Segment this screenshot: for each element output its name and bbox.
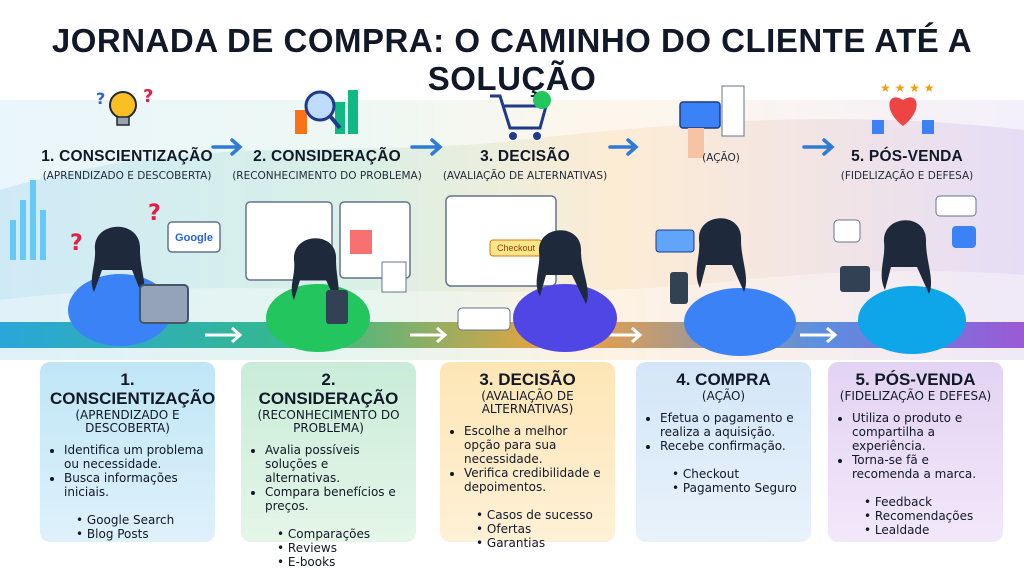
person-5	[833, 195, 977, 354]
card-examples: Feedback Recomendações Lealdade	[838, 495, 993, 537]
list-item: Checkout	[672, 467, 801, 481]
list-item: Garantias	[476, 536, 605, 550]
card-title: 3. DECISÃO	[479, 370, 576, 389]
svg-text:★ ★ ★ ★: ★ ★ ★ ★	[880, 81, 934, 95]
svg-text:?: ?	[143, 86, 153, 107]
list-item: Utiliza o produto e compartilha a experi…	[852, 411, 993, 453]
svg-text:?: ?	[96, 89, 105, 108]
card-points: Escolhe a melhor opção para sua necessid…	[450, 424, 605, 494]
card-title: 4. COMPRA	[676, 370, 771, 389]
card-subtitle: (RECONHECIMENTO DO PROBLEMA)	[257, 408, 400, 435]
google-label: Google	[175, 232, 213, 244]
list-item: Busca informações iniciais.	[64, 471, 205, 499]
lightbulb-icon: ? ?	[96, 86, 153, 126]
stage-1-heading: 1. CONSCIENTIZAÇÃO (APRENDIZADO E DESCOB…	[32, 148, 222, 182]
list-item: Recebe confirmação.	[660, 439, 801, 453]
person-4	[655, 218, 796, 356]
card-examples: Casos de sucesso Ofertas Garantias	[450, 508, 605, 550]
card-title: 1. CONSCIENTIZAÇÃO	[50, 370, 216, 408]
question-mark-icon: ? ?	[70, 201, 161, 256]
stage-card-decision: 3. DECISÃO (AVALIAÇÃO DE ALTERNATIVAS) E…	[440, 362, 615, 550]
stage-2-heading: 2. CONSIDERAÇÃO (RECONHECIMENTO DO PROBL…	[232, 148, 422, 182]
stage-subtitle: (AÇÃO)	[702, 152, 740, 164]
card-examples: Google Search Blog Posts	[50, 513, 205, 541]
stage-card-purchase: 4. COMPRA (AÇÃO) Efetua o pagamento e re…	[636, 362, 811, 542]
list-item: Avalia possíveis soluções e alternativas…	[265, 443, 406, 485]
svg-text:?: ?	[70, 231, 83, 256]
list-item: Ofertas	[476, 522, 605, 536]
card-title: 2. CONSIDERAÇÃO	[258, 370, 399, 408]
stage-title: 5. PÓS-VENDA	[851, 148, 963, 165]
person-1	[68, 226, 189, 346]
stage-subtitle: (AVALIAÇÃO DE ALTERNATIVAS)	[442, 170, 608, 182]
list-item: Casos de sucesso	[476, 508, 605, 522]
card-points: Avalia possíveis soluções e alternativas…	[251, 443, 406, 513]
magnifier-chart-icon	[295, 90, 358, 134]
list-item: Feedback	[864, 495, 993, 509]
card-points: Efetua o pagamento e realiza a aquisição…	[646, 411, 801, 453]
checkout-window	[445, 195, 557, 331]
list-item: E-books	[277, 555, 406, 569]
list-item: Pagamento Seguro	[672, 481, 801, 495]
list-item: Blog Posts	[76, 527, 205, 541]
band-arrow	[205, 326, 838, 344]
stage-5-heading: 5. PÓS-VENDA (FIDELIZAÇÃO E DEFESA)	[812, 148, 1002, 182]
list-item: Recomendações	[864, 509, 993, 523]
card-examples: Comparações Reviews E-books	[251, 527, 406, 569]
card-points: Utiliza o produto e compartilha a experi…	[838, 411, 993, 481]
list-item: Lealdade	[864, 523, 993, 537]
card-examples: Checkout Pagamento Seguro	[646, 467, 801, 495]
card-title: 5. PÓS-VENDA	[855, 370, 976, 389]
card-subtitle: (AÇÃO)	[701, 389, 746, 403]
page-title: JORNADA DE COMPRA: O CAMINHO DO CLIENTE …	[51, 22, 973, 97]
list-item: Comparações	[277, 527, 406, 541]
stage-card-awareness: 1. CONSCIENTIZAÇÃO (APRENDIZADO E DESCOB…	[40, 362, 215, 542]
journey-illustration: ? ? ? ?	[0, 81, 1024, 360]
card-receipt-icon	[679, 85, 745, 158]
stage-3-heading: 3. DECISÃO (AVALIAÇÃO DE ALTERNATIVAS)	[430, 148, 620, 182]
card-points: Identifica um problema ou necessidade. B…	[50, 443, 205, 499]
stage-title: 2. CONSIDERAÇÃO	[253, 148, 401, 165]
stage-card-consideration: 2. CONSIDERAÇÃO (RECONHECIMENTO DO PROBL…	[241, 362, 416, 569]
google-search-bubble	[167, 221, 221, 253]
list-item: Escolhe a melhor opção para sua necessid…	[464, 424, 605, 466]
list-item: Torna-se fã e recomenda a marca.	[852, 453, 993, 481]
person-2	[266, 238, 370, 352]
list-item: Verifica credibilidade e depoimentos.	[464, 466, 605, 494]
list-item: Compara benefícios e preços.	[265, 485, 406, 513]
bar-graph-icon	[10, 180, 46, 260]
svg-text:?: ?	[148, 201, 161, 226]
shopping-cart-icon	[490, 91, 551, 140]
list-item: Reviews	[277, 541, 406, 555]
card-subtitle: (APRENDIZADO E DESCOBERTA)	[75, 408, 180, 435]
arrow-icon	[211, 138, 835, 156]
card-subtitle: (FIDELIZAÇÃO E DEFESA)	[839, 389, 992, 403]
person-3	[513, 230, 617, 352]
stage-title: 1. CONSCIENTIZAÇÃO	[41, 148, 213, 165]
card-subtitle: (AVALIAÇÃO DE ALTERNATIVAS)	[481, 389, 574, 416]
stage-subtitle: (APRENDIZADO E DESCOBERTA)	[42, 170, 212, 182]
heart-stars-icon: ★ ★ ★ ★	[872, 81, 934, 134]
stage-subtitle: (FIDELIZAÇÃO E DEFESA)	[840, 170, 974, 182]
stage-card-post-sale: 5. PÓS-VENDA (FIDELIZAÇÃO E DEFESA) Util…	[828, 362, 1003, 542]
stage-4-heading: (AÇÃO)	[626, 148, 816, 164]
list-item: Google Search	[76, 513, 205, 527]
stage-subtitle: (RECONHECIMENTO DO PROBLEMA)	[232, 170, 422, 182]
checkout-label: Checkout	[497, 243, 536, 253]
stage-title: 3. DECISÃO	[480, 148, 570, 165]
list-item: Identifica um problema ou necessidade.	[64, 443, 205, 471]
list-item: Efetua o pagamento e realiza a aquisição…	[660, 411, 801, 439]
